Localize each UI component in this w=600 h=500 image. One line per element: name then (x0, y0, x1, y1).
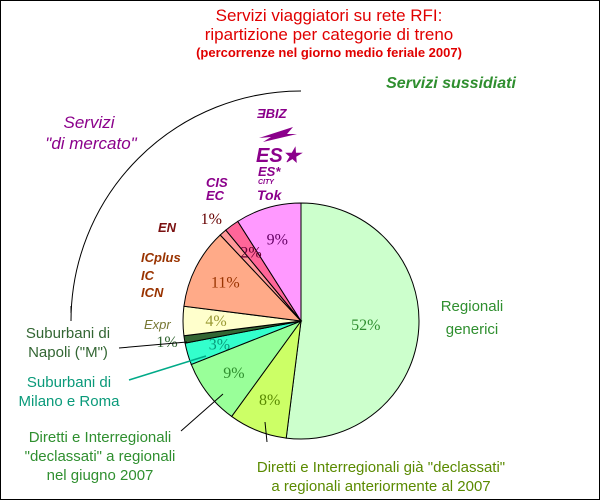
group-label-mercato-line2: "di mercato" (45, 134, 137, 153)
logo-es-star-icon: ES★ (256, 145, 304, 167)
logo-biz-icon: ƎBIZ (257, 106, 288, 121)
chart-title-line1: Servizi viaggiatori su rete RFI: (216, 6, 443, 25)
category-label-napoli-line2: Napoli ("M") (28, 344, 108, 361)
leader-lines (118, 341, 268, 443)
group-label-mercato-line1: Servizi (63, 113, 115, 132)
pie-percent-label-napoli: 1% (156, 334, 177, 351)
logo-ec-icon: EC (206, 188, 225, 203)
pie-percent-label-en: 1% (201, 211, 222, 228)
logo-ic-icon: IC (141, 268, 155, 283)
category-label-milano-roma-line1: Suburbani di (27, 374, 111, 391)
pie-percent-label-espressi: 4% (205, 313, 226, 330)
leader-line-milano-roma (128, 355, 207, 381)
logo-icplus-icon: ICplus (141, 250, 181, 265)
logo-es-city-icon-line1: ES* (258, 164, 281, 179)
mercato-arc (70, 90, 302, 322)
logo-tok-icon: Tok (257, 187, 283, 203)
pie-percent-label-regionali: 52% (351, 317, 380, 334)
pie-percent-label-declassati_prima: 8% (259, 392, 280, 409)
category-label-declassati-2007-line1: Diretti e Interregionali (29, 429, 172, 446)
category-label-declassati-2007-line2: "declassati" a regionali (25, 448, 176, 465)
logo-av-arrow-icon (259, 127, 297, 142)
pie-percent-labels: 52% 8% 9% 3% 1% 4% 11% 1% 2% 9% (156, 211, 380, 409)
category-label-declassati-prima-line2: a regionali anteriormente al 2007 (271, 478, 490, 495)
leader-line-declassati-prima (264, 421, 268, 443)
pie-percent-label-ec_cis: 2% (240, 244, 261, 261)
logo-es-city-icon-line2: CITY (258, 179, 275, 186)
logo-icn-icon: ICN (141, 285, 164, 300)
pie-slice-es (237, 202, 302, 323)
pie-percent-label-es: 9% (267, 231, 288, 248)
pie-slice-regionali (285, 202, 420, 440)
pie-slice-ic (183, 234, 303, 322)
category-label-regionali-line1: Regionali (441, 298, 504, 315)
chart-subtitle: (percorrenze nel giorno medio feriale 20… (196, 45, 462, 60)
pie-percent-label-ic: 11% (211, 274, 240, 291)
category-label-napoli-line1: Suburbani di (26, 325, 110, 342)
chart-title-line2: ripartizione per categorie di treno (205, 25, 454, 44)
pie-percent-label-milano_roma: 3% (209, 337, 230, 354)
logo-en-icon: EN (158, 220, 177, 235)
leader-line-napoli (118, 341, 188, 349)
category-label-declassati-prima-line1: Diretti e Interregionali già "declassati… (257, 459, 505, 476)
logo-expr-icon: Expr (144, 317, 171, 332)
leader-line-declassati-2007 (180, 393, 224, 432)
pie-percent-label-declassati_2007: 9% (223, 365, 244, 382)
brand-logos: ƎBIZ ES★ ES* CITY Tok CIS EC EN ICplus I… (141, 106, 304, 332)
pie-slices (182, 202, 420, 440)
category-label-milano-roma-line2: Milano e Roma (19, 393, 121, 410)
category-label-declassati-2007-line3: nel giugno 2007 (47, 467, 154, 484)
category-label-regionali-line2: generici (446, 321, 499, 338)
logo-cis-icon: CIS (206, 175, 228, 190)
group-label-sussidiati: Servizi sussidiati (386, 75, 516, 92)
